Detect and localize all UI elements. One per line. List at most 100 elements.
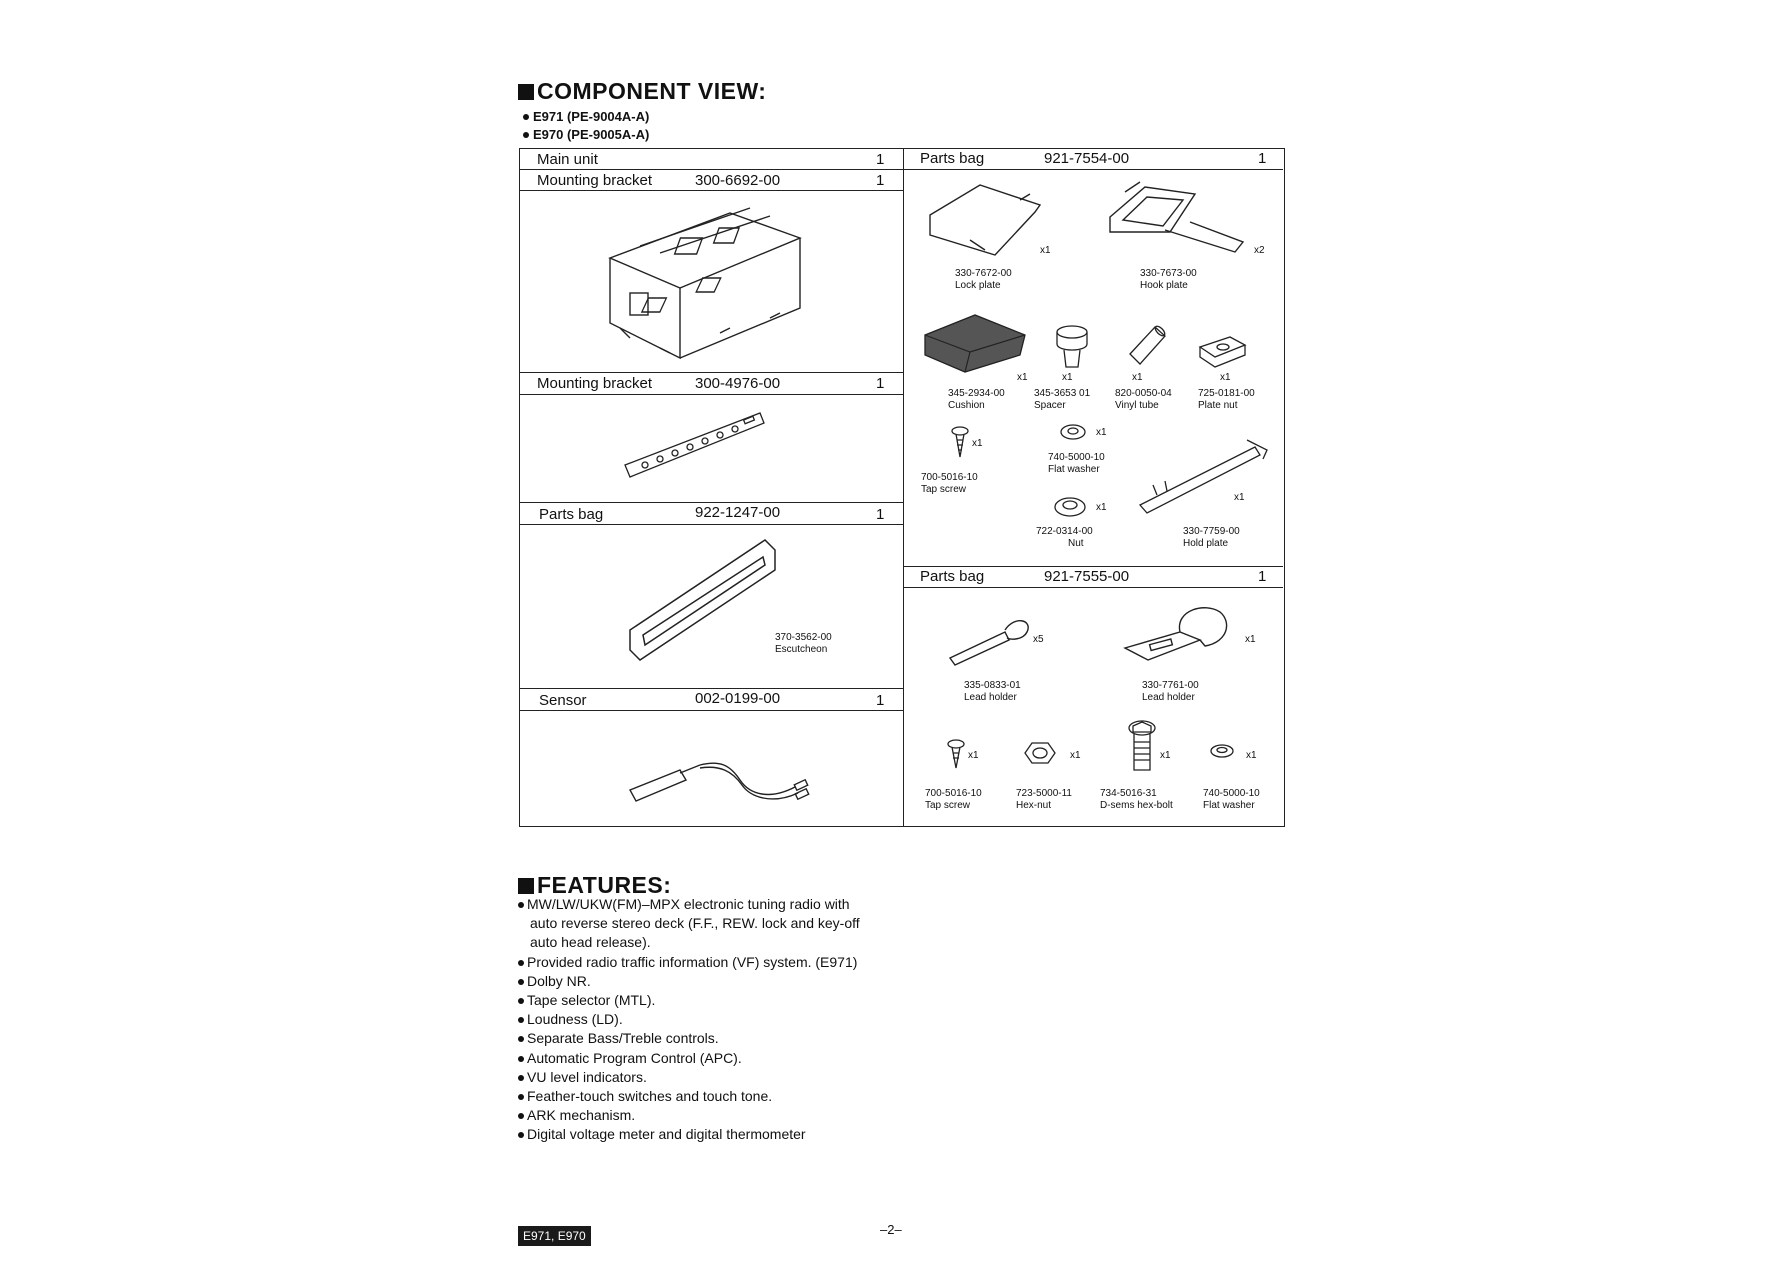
row-main-unit-name: Main unit: [537, 151, 598, 168]
model-badge: E971, E970: [518, 1226, 591, 1246]
flat-washer-2-icon: [1210, 744, 1234, 758]
features-title: FEATURES:: [518, 872, 671, 899]
row-divider: [903, 169, 1283, 170]
tap-screw-icon: [951, 426, 969, 458]
bullet-icon: [518, 1094, 524, 1101]
row-bracket1-name: Mounting bracket: [537, 172, 653, 189]
vinyl-tube-qty: x1: [1132, 372, 1143, 383]
partsbag2-partno: 921-7555-00: [1044, 568, 1130, 585]
bullet-icon: [518, 1132, 524, 1139]
row-sensor-partno: 002-0199-00: [695, 690, 781, 707]
heading-square-icon: [518, 84, 534, 100]
cushion-icon: [924, 314, 1026, 373]
row-bracket1-partno: 300-6692-00: [695, 172, 781, 189]
row-partsbag-qty: 1: [876, 506, 885, 523]
page-number: –2–: [880, 1222, 902, 1237]
features-list: MW/LW/UKW(FM)–MPX electronic tuning radi…: [518, 895, 878, 1145]
feature-item: Digital voltage meter and digital thermo…: [518, 1125, 878, 1144]
bullet-icon: [523, 132, 529, 138]
row-sensor-qty: 1: [876, 692, 885, 709]
model-e971: E971 (PE-9004A-A): [523, 109, 649, 124]
table-divider: [903, 148, 904, 826]
hold-plate-icon: [1138, 439, 1268, 514]
partsbag1-qty: 1: [1258, 150, 1267, 167]
bullet-icon: [518, 998, 524, 1005]
spacer-qty: x1: [1062, 372, 1073, 383]
partsbag1-name: Parts bag: [920, 150, 985, 167]
hold-plate-qty: x1: [1234, 492, 1245, 503]
row-partsbag-partno: 922-1247-00: [695, 504, 781, 521]
lock-plate-icon: [929, 184, 1042, 256]
row-divider: [519, 710, 903, 711]
bullet-icon: [518, 1017, 524, 1024]
feature-item: Dolby NR.: [518, 972, 878, 991]
bullet-icon: [518, 1113, 524, 1120]
row-divider: [519, 394, 903, 395]
row-divider: [519, 688, 903, 689]
hex-nut-icon: [1024, 742, 1056, 764]
feature-item: Provided radio traffic information (VF) …: [518, 953, 878, 972]
feature-item: Loudness (LD).: [518, 1010, 878, 1029]
row-divider: [519, 169, 903, 170]
bullet-icon: [523, 114, 529, 120]
lead-holder-clip-qty: x1: [1245, 634, 1256, 645]
bullet-icon: [518, 1036, 524, 1043]
row-bracket2-qty: 1: [876, 375, 885, 392]
row-divider: [903, 587, 1283, 588]
flat-washer-2-qty: x1: [1246, 750, 1257, 761]
feature-item: Automatic Program Control (APC).: [518, 1049, 878, 1068]
mounting-bracket-box-icon: [608, 207, 802, 360]
lead-holder-clip-icon: [1123, 607, 1228, 661]
hex-bolt-icon: [1128, 720, 1156, 771]
spacer-icon: [1056, 325, 1088, 368]
feature-item: MW/LW/UKW(FM)–MPX electronic tuning radi…: [518, 895, 878, 953]
tap-screw-qty: x1: [972, 438, 983, 449]
row-main-unit-qty: 1: [876, 151, 885, 168]
sensor-cable-icon: [629, 762, 810, 802]
bullet-icon: [518, 978, 524, 985]
plate-nut-icon: [1198, 336, 1247, 368]
row-divider: [519, 524, 903, 525]
hex-bolt-qty: x1: [1160, 750, 1171, 761]
lock-plate-qty: x1: [1040, 245, 1051, 256]
nut-icon: [1054, 497, 1086, 517]
row-sensor-name: Sensor: [539, 692, 587, 709]
row-divider: [519, 372, 903, 373]
partsbag2-name: Parts bag: [920, 568, 985, 585]
feature-item: Tape selector (MTL).: [518, 991, 878, 1010]
component-table: [519, 148, 1285, 827]
bullet-icon: [518, 959, 524, 966]
flat-washer-icon: [1060, 424, 1086, 440]
row-bracket2-partno: 300-4976-00: [695, 375, 781, 392]
feature-item: ARK mechanism.: [518, 1106, 878, 1125]
row-divider: [519, 502, 903, 503]
partsbag1-partno: 921-7554-00: [1044, 150, 1130, 167]
vinyl-tube-icon: [1129, 325, 1166, 365]
escutcheon-frame-icon: [629, 539, 776, 661]
plate-nut-qty: x1: [1220, 372, 1231, 383]
hex-nut-qty: x1: [1070, 750, 1081, 761]
model-e970: E970 (PE-9005A-A): [523, 127, 649, 142]
row-bracket1-qty: 1: [876, 172, 885, 189]
lead-holder-tie-qty: x5: [1033, 634, 1044, 645]
row-divider: [903, 566, 1283, 567]
lead-holder-tie-icon: [948, 620, 1029, 666]
feature-item: VU level indicators.: [518, 1068, 878, 1087]
tap-screw-2-qty: x1: [968, 750, 979, 761]
nut-qty: x1: [1096, 502, 1107, 513]
feature-item: Separate Bass/Treble controls.: [518, 1029, 878, 1048]
